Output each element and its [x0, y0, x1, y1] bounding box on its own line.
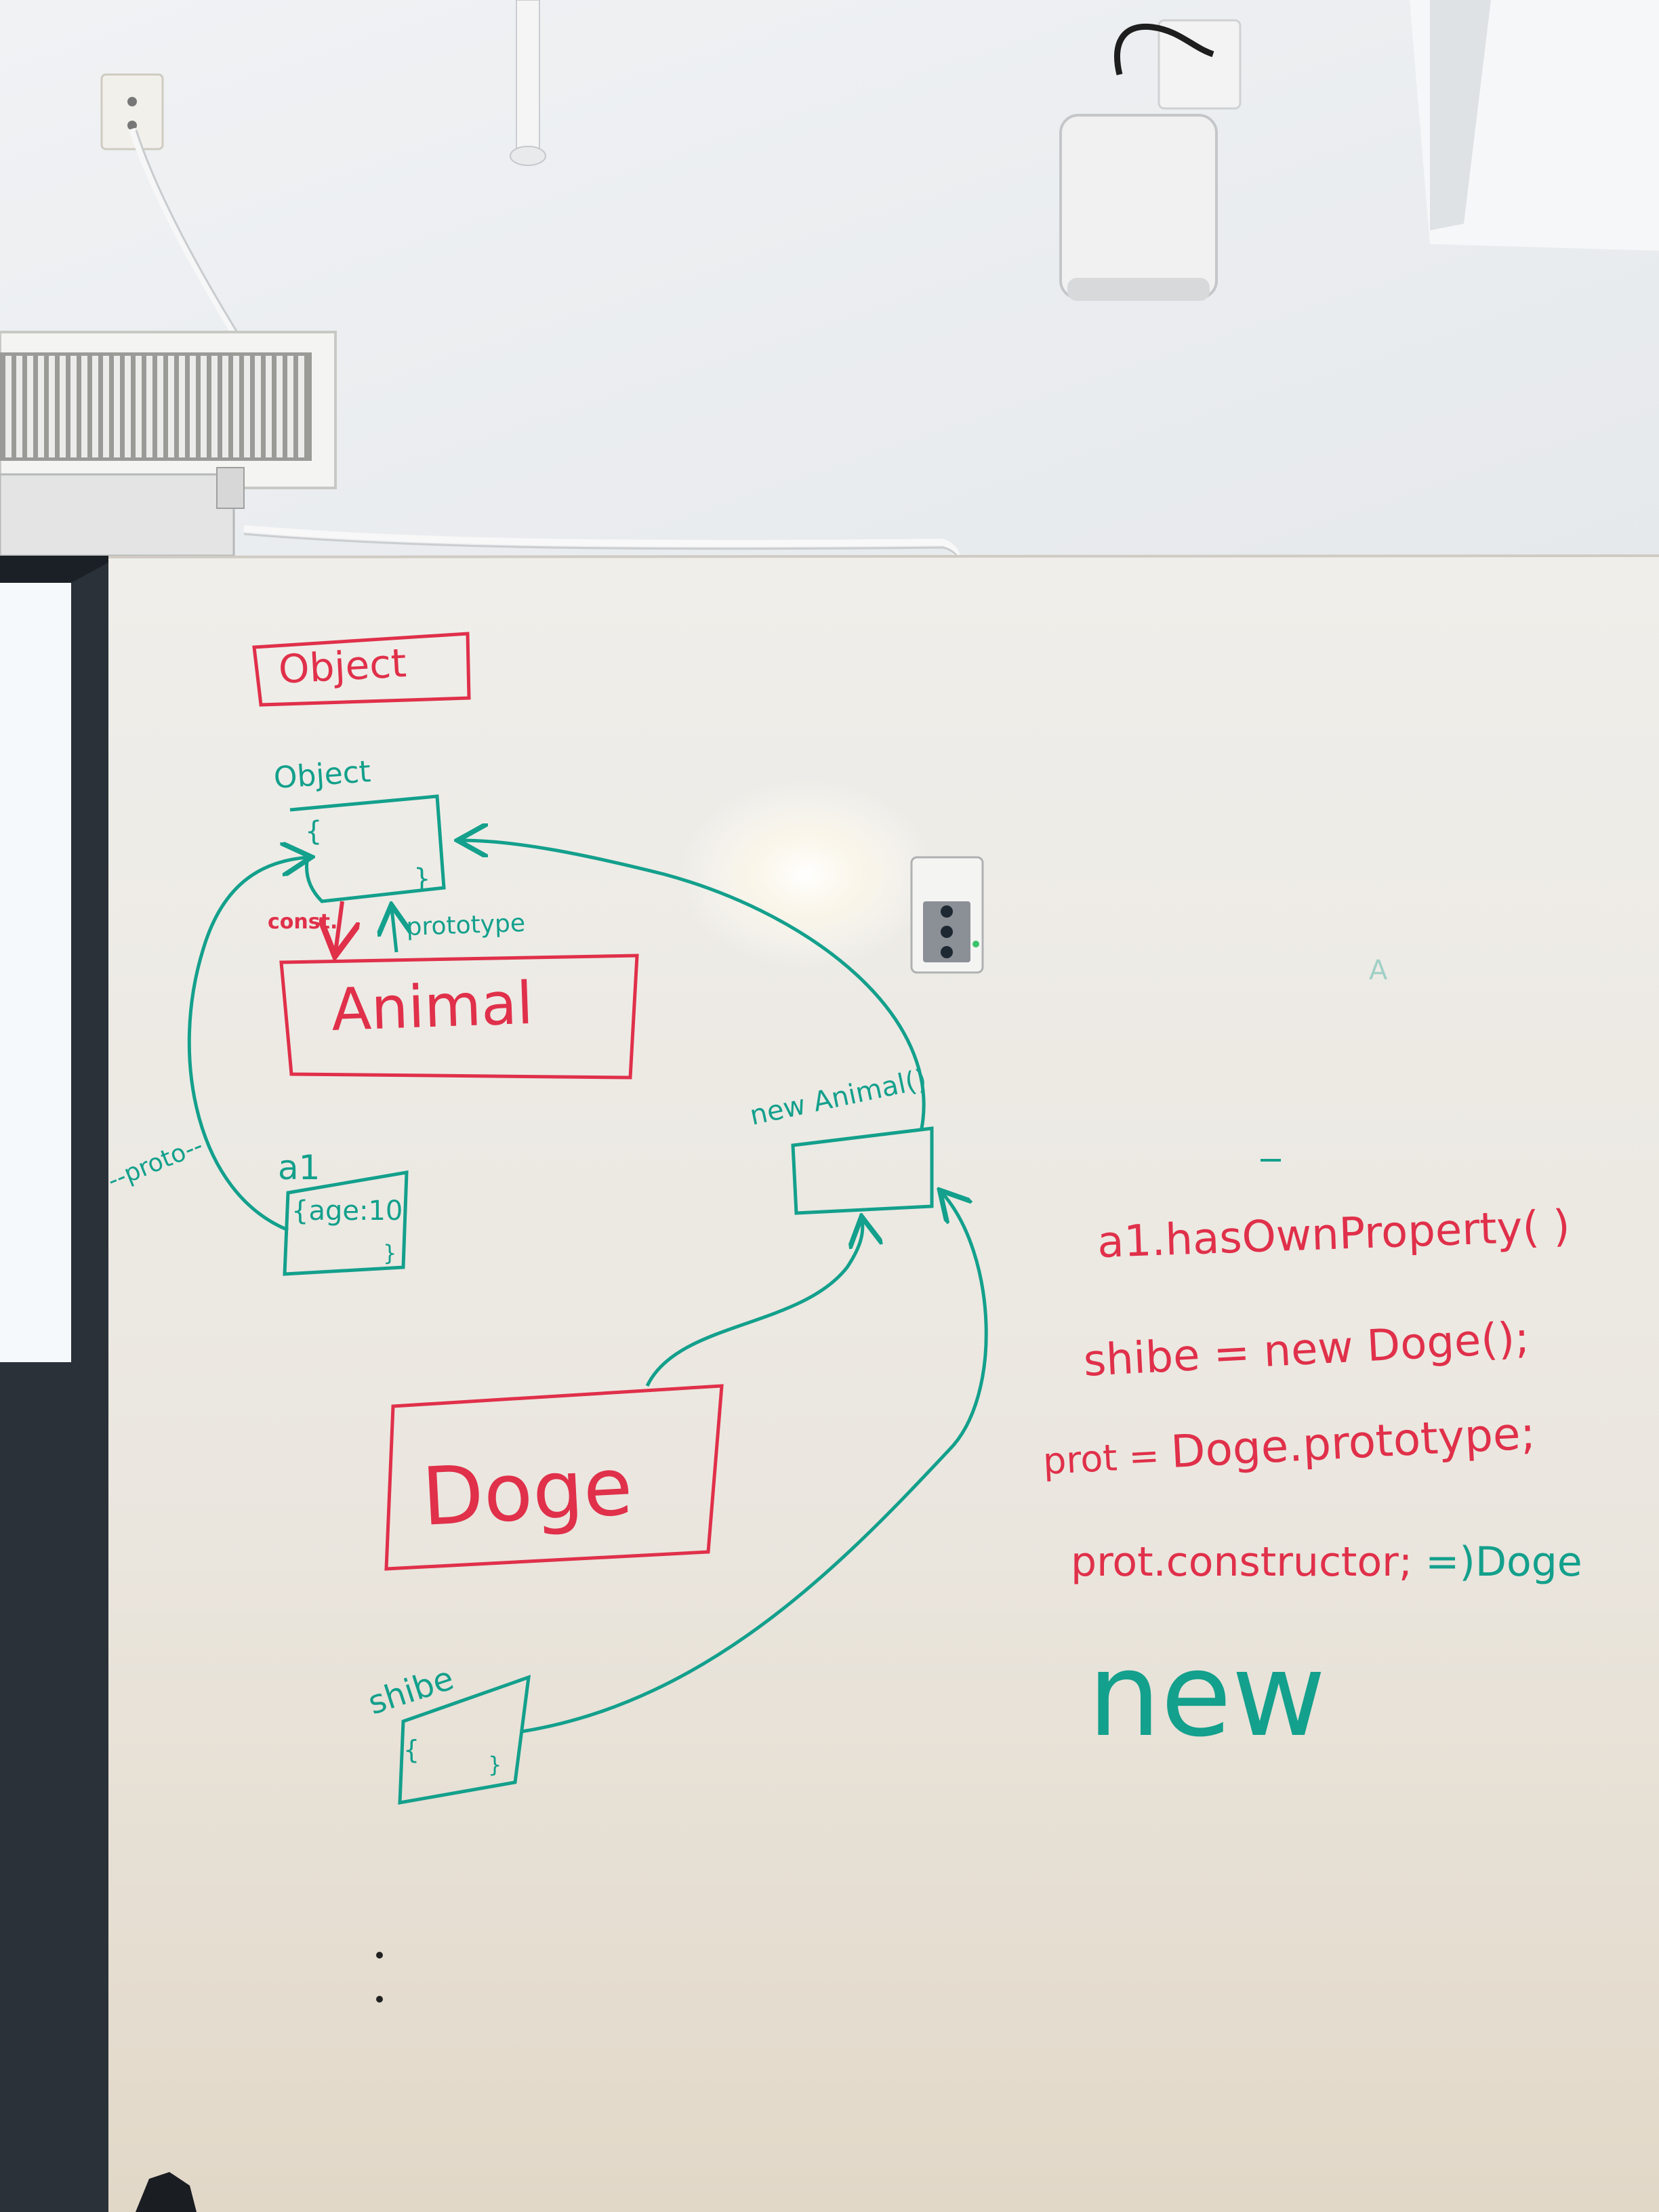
object-literal-label: Object [272, 754, 372, 796]
vent-slat [60, 356, 66, 457]
code-line-4-arrow: =) [1425, 1538, 1475, 1586]
prototype-arrow [392, 908, 396, 953]
vent-slat [136, 356, 142, 457]
shibe-close: } [488, 1752, 501, 1778]
doge-box [384, 1384, 724, 1571]
vent-slat [38, 356, 44, 457]
vent-slat [168, 356, 174, 457]
proto-curve [187, 857, 308, 1232]
light-glare [678, 779, 935, 969]
vent-slat [125, 356, 131, 457]
vent-slat [16, 356, 22, 457]
vent-slat [244, 356, 250, 457]
object-box-label: Object [277, 640, 407, 693]
object-box [252, 632, 471, 707]
a1-close: } [383, 1240, 396, 1266]
shibe-open: { [403, 1735, 419, 1765]
object-literal-open: { [305, 816, 322, 847]
doge-prototype-curve [645, 1220, 863, 1387]
shibe-proto-curve [521, 1193, 988, 1734]
vent-slat [5, 356, 12, 457]
new-animal-box [791, 1126, 934, 1215]
projector-screen-surface [0, 583, 71, 1362]
vent-slat [103, 356, 109, 457]
projector-screen-housing [0, 473, 235, 557]
projector-screen-shadow [0, 562, 108, 2212]
vent-slat [49, 356, 55, 457]
ceiling-access-point-icon [1059, 19, 1242, 301]
new-keyword: new [1088, 1629, 1326, 1763]
projector-bracket [216, 467, 245, 509]
wall-jack-icon [910, 856, 984, 974]
whiteboard-top-edge [101, 554, 1659, 558]
air-vent-icon [0, 331, 337, 489]
code-line-3-prefix: prot = [1042, 1433, 1172, 1483]
code-line-4-result: Doge [1475, 1538, 1582, 1586]
animal-box [279, 954, 639, 1080]
prototype-label: prototype [406, 909, 526, 941]
vent-slat [27, 356, 33, 457]
faint-letter: A [1369, 955, 1388, 986]
vent-slat [190, 356, 196, 457]
a1-box [283, 1170, 409, 1276]
vent-slat [276, 356, 283, 457]
vent-slat [114, 356, 120, 457]
code-line-4: prot.constructor; =)Doge [1071, 1538, 1582, 1586]
vent-slat [201, 356, 207, 457]
vent-slat [70, 356, 77, 457]
marker-dot [376, 1952, 383, 1959]
const-label: const. [268, 910, 337, 934]
a1-label: a1 [278, 1148, 320, 1187]
vent-slat [211, 356, 218, 457]
animal-label: Animal [330, 970, 534, 1044]
vent-slat [92, 356, 98, 457]
vent-slat [146, 356, 152, 457]
code-line-4-prefix: prot.constructor; [1071, 1538, 1425, 1586]
const-arrow [335, 901, 342, 952]
new-animal-proto-curve [461, 840, 926, 1129]
vent-slat [287, 356, 293, 457]
vent-slat [222, 356, 228, 457]
shibe-box [398, 1675, 531, 1805]
doge-label: Doge [419, 1439, 634, 1544]
a1-body: {age:10 [291, 1195, 403, 1227]
vent-slat [157, 356, 163, 457]
wall-corner-shadow [1430, 0, 1491, 230]
vent-slat [81, 356, 87, 457]
marker-dot [376, 1996, 383, 2003]
vent-slat [298, 356, 304, 457]
vent-slat [179, 356, 185, 457]
ceiling-pipe-icon [510, 0, 546, 166]
object-literal-close: } [413, 863, 430, 895]
bottom-object [136, 2172, 197, 2212]
vent-slat [255, 356, 261, 457]
vent-slat [233, 356, 239, 457]
power-outlet-icon [100, 73, 164, 150]
vent-slat [266, 356, 272, 457]
